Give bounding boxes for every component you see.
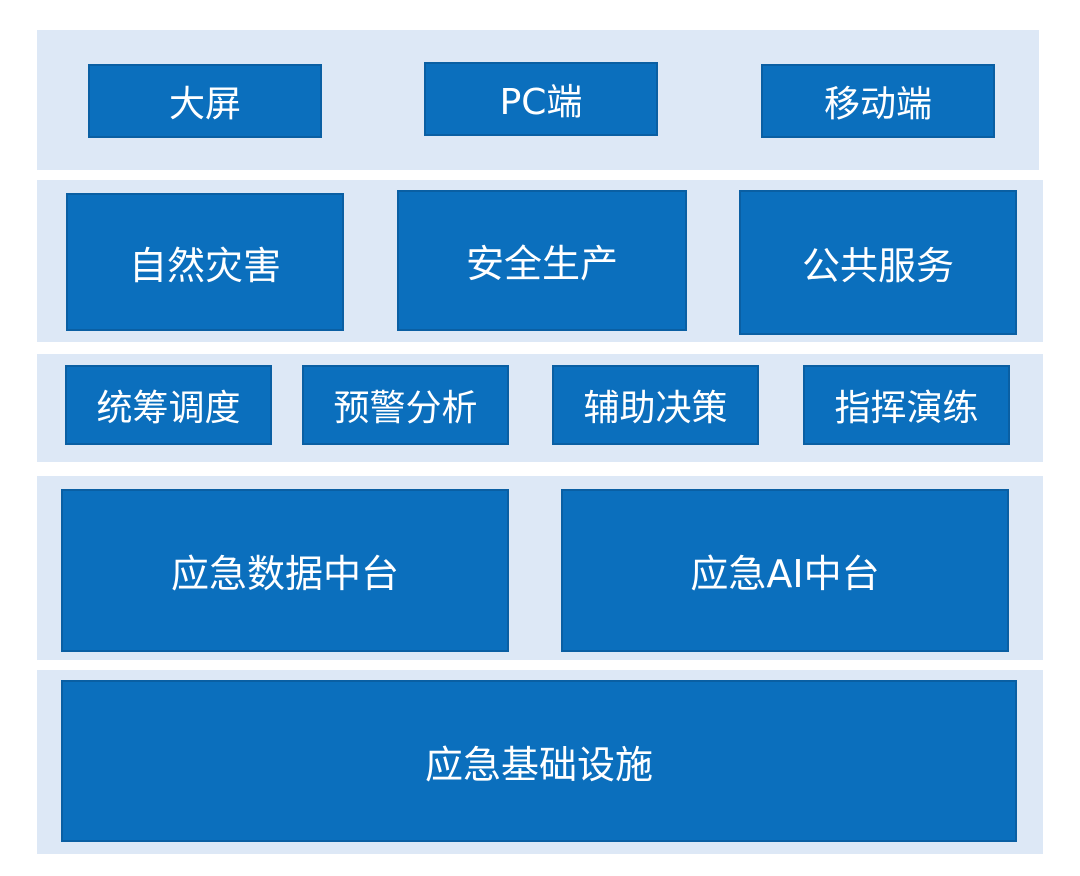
box-safety-production: 安全生产 <box>397 190 687 331</box>
box-emergency-infrastructure: 应急基础设施 <box>61 680 1017 842</box>
box-coordination-dispatch: 统筹调度 <box>65 365 272 445</box>
box-pc-client: PC端 <box>424 62 658 136</box>
box-emergency-data-platform: 应急数据中台 <box>61 489 509 652</box>
box-mobile-client: 移动端 <box>761 64 995 138</box>
box-command-drill: 指挥演练 <box>803 365 1010 445</box>
box-public-service: 公共服务 <box>739 190 1017 335</box>
box-natural-disaster: 自然灾害 <box>66 193 344 331</box>
box-emergency-ai-platform: 应急AI中台 <box>561 489 1009 652</box>
box-decision-support: 辅助决策 <box>552 365 759 445</box>
box-large-screen: 大屏 <box>88 64 322 138</box>
box-warning-analysis: 预警分析 <box>302 365 509 445</box>
